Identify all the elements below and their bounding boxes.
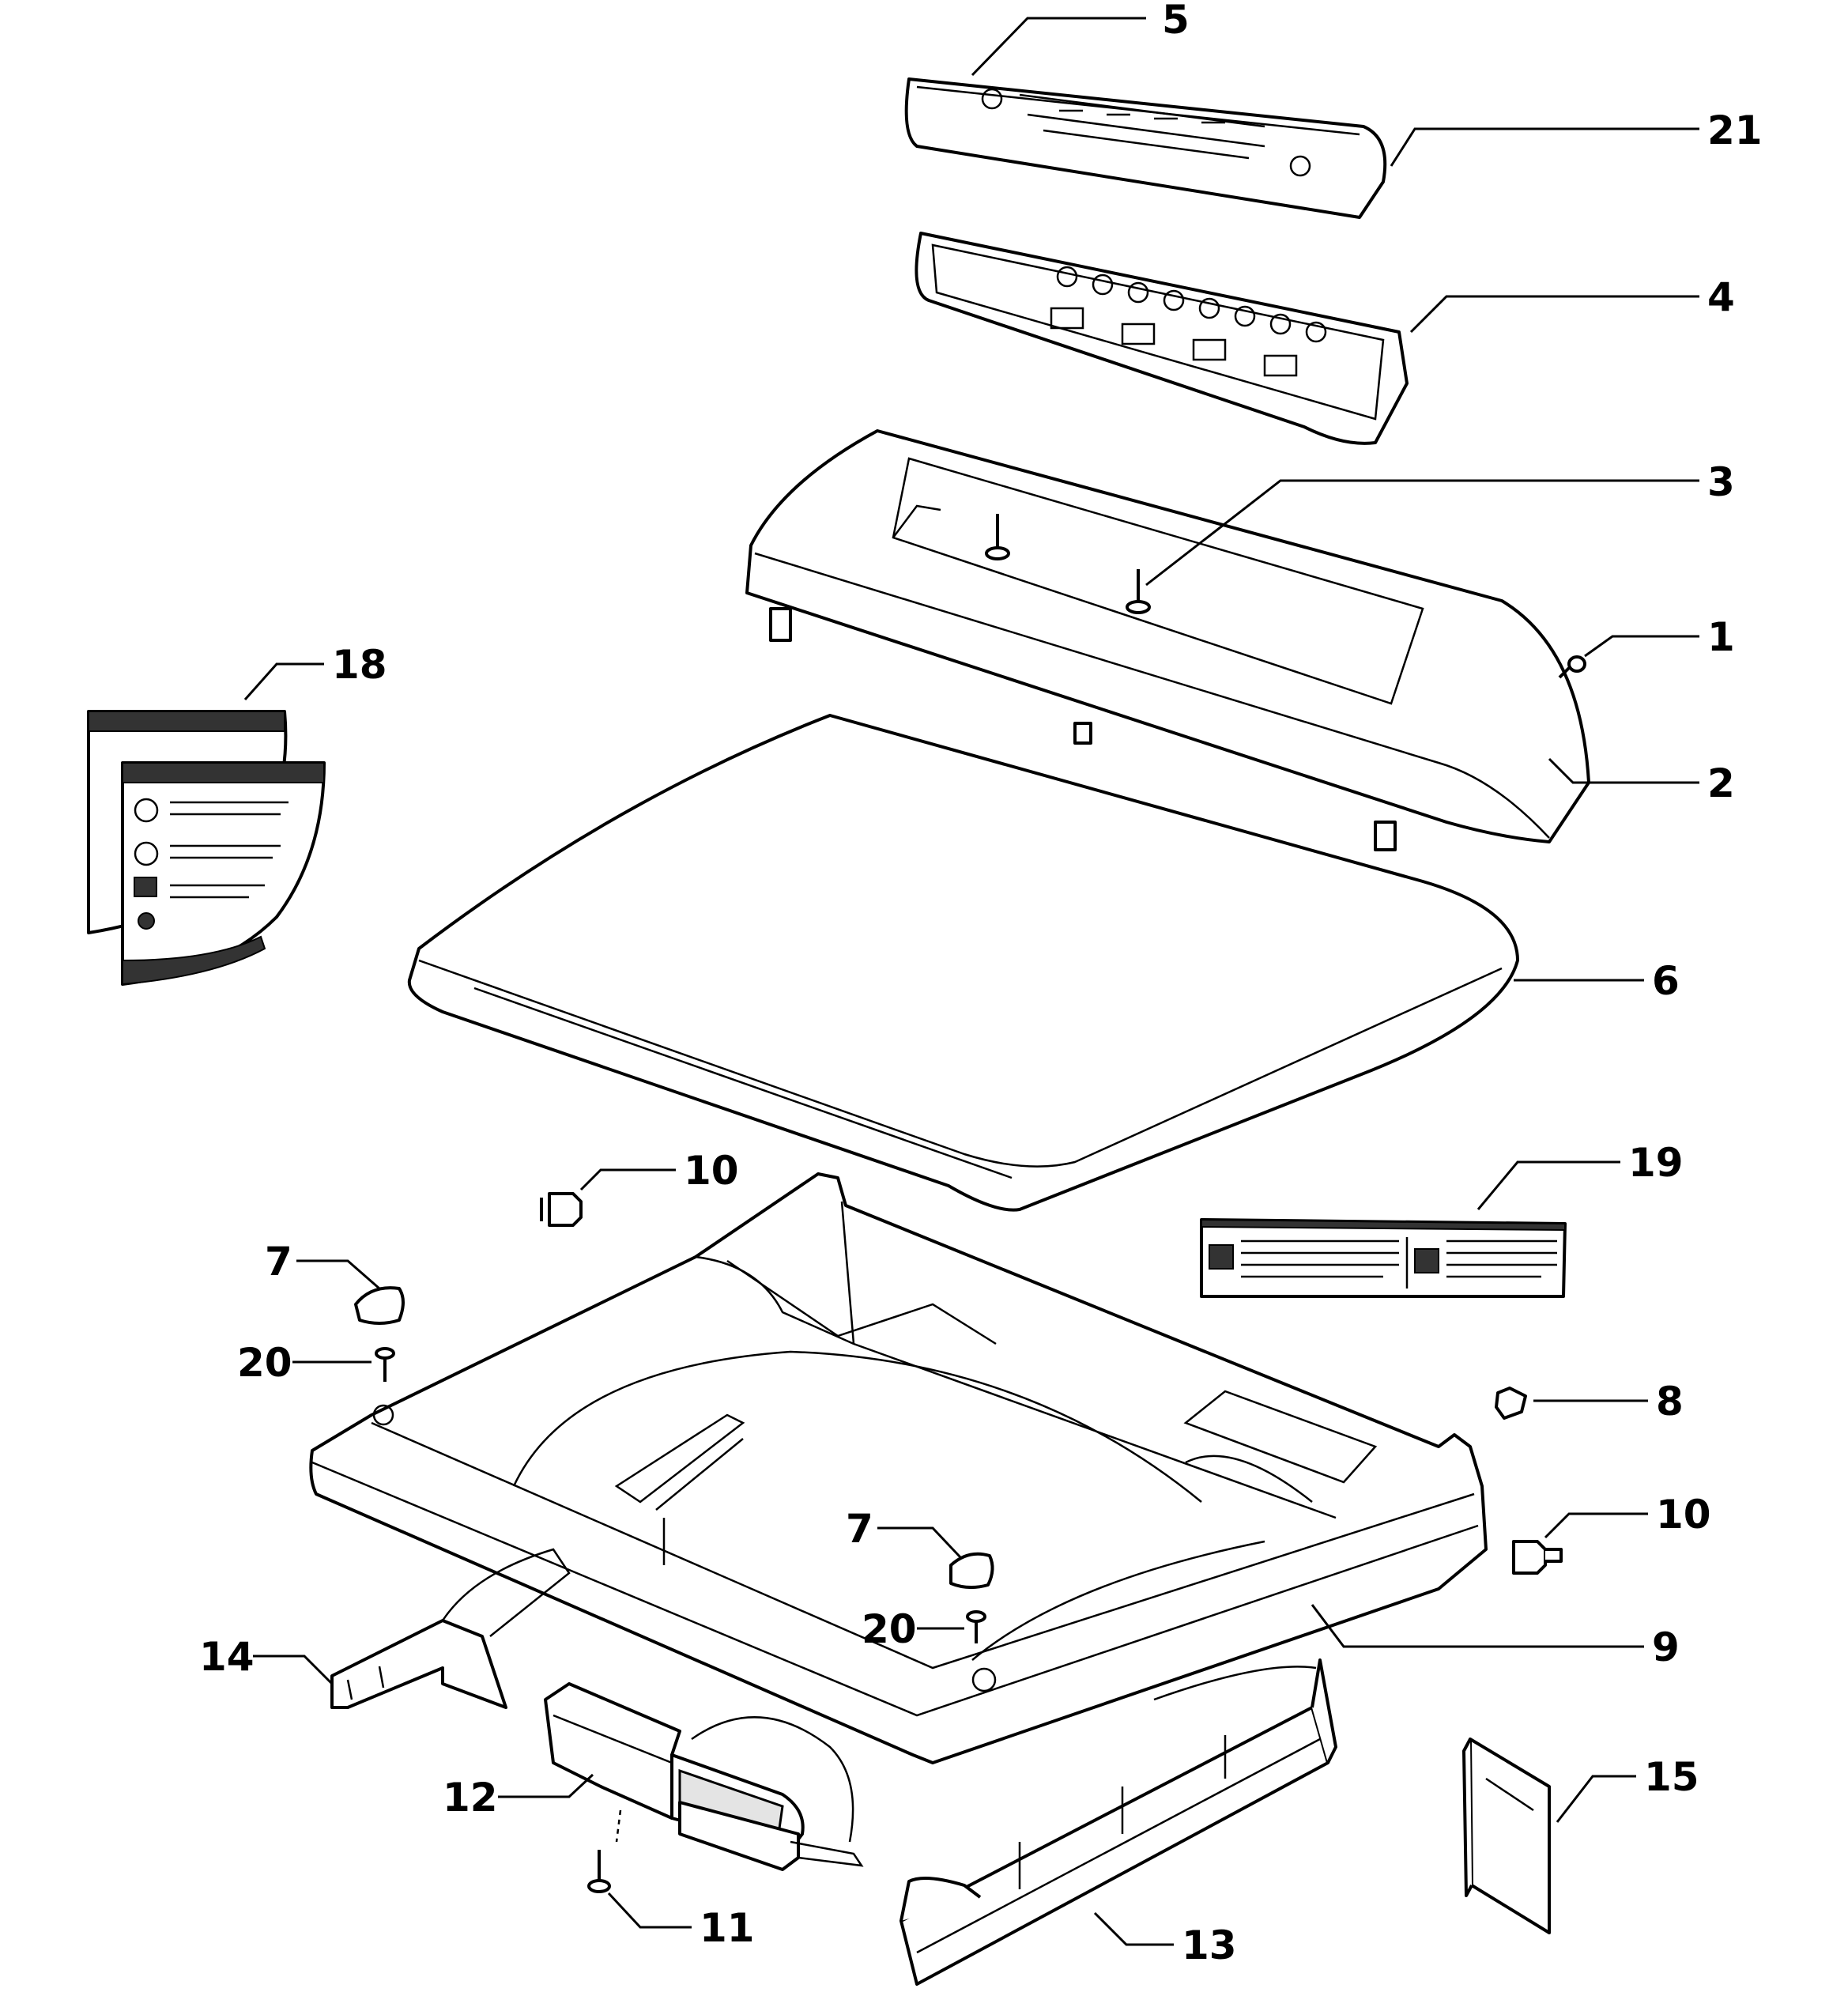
leader-3 (1145, 479, 1699, 587)
leader-7b (877, 1526, 962, 1559)
part-11-screw (587, 1809, 622, 1893)
callout-1: 1 (1707, 614, 1735, 660)
leader-1 (1584, 635, 1699, 658)
leader-19 (1477, 1160, 1620, 1210)
part-6-lid (407, 714, 1519, 1212)
part-7-cap-left (354, 1286, 405, 1325)
part-20-screw-left (375, 1347, 395, 1382)
part-10-clip-upper (540, 1192, 583, 1227)
callout-9: 9 (1652, 1624, 1680, 1670)
leader-9 (1311, 1604, 1644, 1648)
part-5-overlay (904, 77, 1387, 219)
part-4-control-board (915, 232, 1409, 445)
callout-10a: 10 (684, 1148, 739, 1194)
leader-4 (1409, 295, 1699, 334)
leader-10a (579, 1168, 676, 1191)
callout-7a: 7 (265, 1239, 292, 1285)
callout-11: 11 (700, 1905, 755, 1951)
callout-12: 12 (443, 1775, 498, 1821)
callout-20a: 20 (237, 1340, 292, 1386)
callout-2: 2 (1707, 760, 1735, 806)
callout-20b: 20 (862, 1606, 917, 1652)
leader-21 (1390, 127, 1699, 167)
leader-5 (971, 17, 1146, 77)
part-2-console (745, 429, 1590, 851)
part-10-clip-lower (1512, 1540, 1563, 1575)
leader-10b (1544, 1512, 1648, 1539)
part-15-manual (1462, 1738, 1551, 1934)
callout-13: 13 (1182, 1922, 1237, 1968)
callout-6: 6 (1652, 958, 1680, 1004)
part-7-cap-right (949, 1552, 994, 1589)
leader-7a (296, 1259, 380, 1290)
leader-14 (253, 1655, 334, 1685)
part-8-bracket (1495, 1387, 1527, 1420)
leader-12 (498, 1773, 594, 1798)
callout-14: 14 (199, 1634, 255, 1680)
part-18-labels (87, 710, 326, 986)
part-13-rear-trim (899, 1658, 1337, 1986)
leader-13 (1093, 1911, 1174, 1946)
callout-19: 19 (1628, 1140, 1684, 1186)
callout-21: 21 (1707, 108, 1763, 153)
part-19-warning-label (1200, 1218, 1567, 1298)
part-3-screws (985, 514, 1151, 614)
callout-7b: 7 (846, 1506, 873, 1552)
callout-10b: 10 (1656, 1492, 1711, 1538)
callout-labels: 5 21 4 3 1 2 18 6 10 19 7 20 8 7 10 20 9… (199, 0, 1763, 1968)
part-20-screw-right (966, 1610, 986, 1643)
leader-11 (607, 1892, 692, 1929)
callout-15: 15 (1644, 1754, 1699, 1800)
callout-5: 5 (1162, 0, 1190, 43)
callout-4: 4 (1707, 274, 1735, 320)
part-12-lid-switch (544, 1682, 864, 1871)
part-1-screw (1558, 655, 1586, 679)
part-14-hinge (330, 1548, 571, 1709)
leader-lines (243, 17, 1699, 1946)
part-9-top-panel (309, 1172, 1488, 1764)
callout-18: 18 (332, 642, 387, 688)
callout-3: 3 (1707, 459, 1735, 505)
leader-15 (1556, 1775, 1636, 1823)
leader-2 (1548, 757, 1699, 784)
leader-18 (243, 662, 324, 700)
callout-8: 8 (1656, 1379, 1684, 1424)
